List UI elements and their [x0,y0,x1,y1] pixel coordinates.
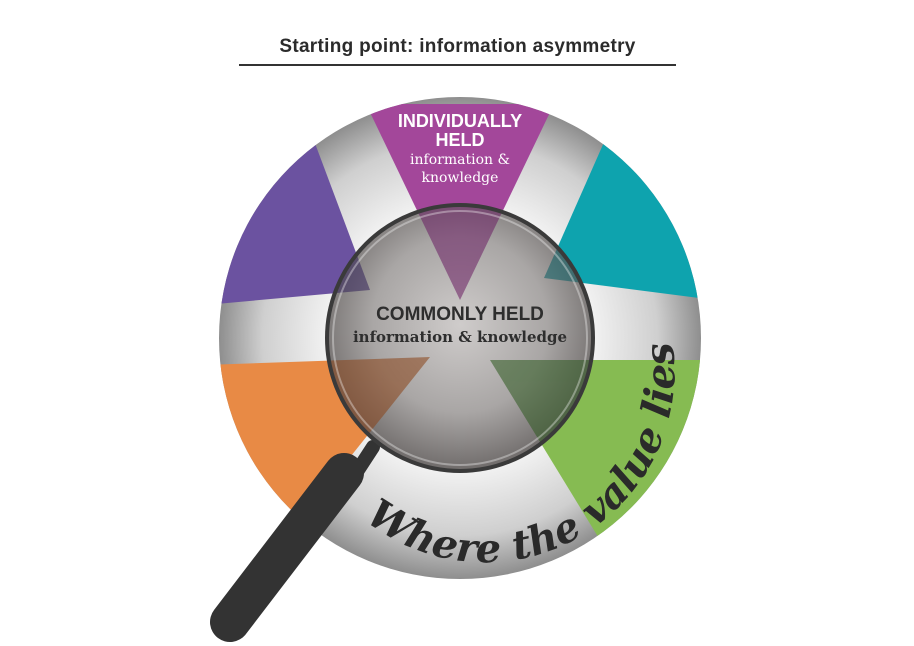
diagram-title: Starting point: information asymmetry [239,36,676,66]
commonly-held-subtitle: information & knowledge [352,328,568,346]
magnifier-handle [210,440,380,642]
individually-held-subtitle: information & knowledge [410,152,510,186]
sector-individually-held [366,104,554,300]
commonly-held-title: COMMONLY HELD [376,304,544,325]
individually-held-title: INDIVIDUALLY HELD [397,111,523,150]
